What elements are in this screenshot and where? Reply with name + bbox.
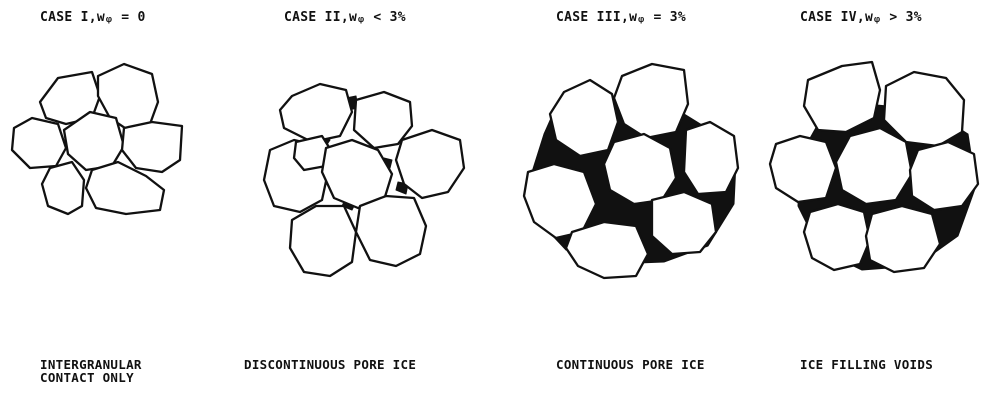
case-3-caption: CONTINUOUS PORE ICE xyxy=(556,358,705,371)
grain xyxy=(910,142,978,210)
grain xyxy=(290,206,356,276)
grain xyxy=(122,122,182,172)
grain xyxy=(280,84,352,142)
case-1-grain-cluster xyxy=(12,64,182,214)
case-3-grain-cluster xyxy=(524,64,738,278)
grain xyxy=(866,206,940,272)
grain xyxy=(804,204,870,270)
grain xyxy=(684,122,738,194)
grain xyxy=(12,118,66,168)
case-2-caption: DISCONTINUOUS PORE ICE xyxy=(244,358,416,371)
grain xyxy=(804,62,880,132)
case-4-caption: ICE FILLING VOIDS xyxy=(800,358,933,371)
grain xyxy=(566,222,648,278)
case-4-grain-cluster xyxy=(770,62,978,272)
grain xyxy=(356,196,426,266)
grain xyxy=(770,136,836,202)
grain xyxy=(652,192,716,254)
grain xyxy=(42,162,84,214)
grain xyxy=(604,134,676,204)
case-1-caption: INTERGRANULAR CONTACT ONLY xyxy=(40,358,142,384)
grain xyxy=(836,128,912,204)
case-2-grain-cluster xyxy=(264,84,464,276)
